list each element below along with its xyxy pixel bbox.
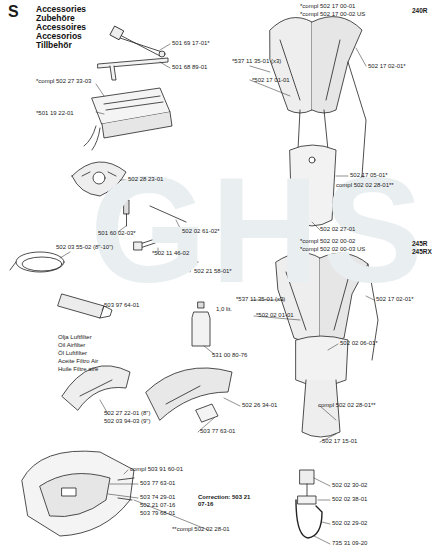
tool-bag [84, 88, 172, 150]
part-number: 502 02 38-01 [332, 496, 367, 503]
blade-guard-large [146, 368, 232, 422]
wire-loop [10, 252, 64, 272]
part-number: 503 74 29-01 [140, 494, 175, 501]
model-name: 245R [412, 240, 428, 247]
part-number: *501 19 22-01 [36, 110, 74, 117]
part-number: Aceite Filtro Air [58, 358, 98, 365]
part-number: 1,0 lit. [216, 306, 232, 313]
part-number: *537 11 35-01 (x3) [236, 296, 285, 303]
part-number: 502 21 07-16 [140, 502, 175, 509]
blade-guard-small [62, 366, 130, 410]
part-number: *compl 502 02 00-03 US [300, 246, 365, 253]
part-number: 503 77 63-01 [200, 428, 235, 435]
part-number: *compl 502 17 00-02 US [300, 11, 365, 18]
part-number: 502 28 23-01 [128, 176, 163, 183]
model-name: 245RX [412, 248, 432, 255]
part-number: *502 17 01-01 [252, 77, 290, 84]
part-number: 502 02 30-02 [332, 482, 367, 489]
part-number: Huile Filtre aire [58, 366, 98, 373]
part-number: 503 79 68-01 [140, 510, 175, 517]
model-name: 240R [412, 7, 428, 14]
part-number: 501 60 02-03* [98, 230, 136, 237]
part-number: 502 17 02-01* [368, 63, 406, 70]
part-number: *502 02 01-01 [256, 312, 294, 319]
correction-note: Correction: 503 21 07-16 [198, 494, 258, 508]
part-number: 502 03 55-02 (8"-10") [56, 244, 113, 251]
part-number: 502 17 05-01* [350, 172, 388, 179]
part-number: 502 02 27-01 [320, 226, 355, 233]
section-letter: S [8, 3, 19, 21]
part-number: 502 27 22-01 (8") [104, 410, 151, 417]
part-number: 503 97 64-01 [104, 302, 139, 309]
part-number: compl 503 91 60-01 [130, 466, 183, 473]
socket-wrench [110, 26, 165, 57]
part-number: 531 00 80-76 [212, 352, 247, 359]
part-number: 502 21 58-01* [194, 268, 232, 275]
part-number: compl 502 02 28-01** [336, 182, 394, 189]
part-number: 735 31 09-20 [332, 540, 367, 547]
part-number: 501 68 89-01 [172, 64, 207, 71]
part-number: 503 77 63-01 [140, 480, 175, 487]
part-number: compl 502 02 28-01** [318, 402, 376, 409]
part-number: *537 11 35-01 (x3) [232, 58, 281, 65]
heading: Accessories Zubehöre Accessoires Accesor… [36, 5, 98, 50]
part-number: Olja Luftfilter [58, 334, 92, 341]
t-wrench [98, 58, 168, 80]
part-number: Öl Luftfilter [58, 350, 87, 357]
part-number: **compl 502 02 28-01 [172, 526, 230, 533]
part-number: *compl 502 27 33-03 [36, 78, 91, 85]
part-number: 501 69 17-01* [172, 40, 210, 47]
part-number: Oil Airfilter [58, 342, 85, 349]
part-number: 502 02 06-01* [340, 340, 378, 347]
part-number: 502 17 15-01 [322, 438, 357, 445]
part-number: 502 17 02-01* [376, 296, 414, 303]
part-number: 502 02 61-02* [182, 228, 220, 235]
part-number: 502 26 34-01 [242, 402, 277, 409]
guard-assembly [22, 451, 134, 536]
part-number: *compl 502 02 00-02 [300, 238, 355, 245]
part-number: 502 02 29-02 [332, 520, 367, 527]
part-number: 502 03 94-03 (9") [104, 418, 151, 425]
part-number: *compl 502 17 00-01 [300, 3, 355, 10]
part-number: *502 11 46-02 [152, 250, 189, 257]
